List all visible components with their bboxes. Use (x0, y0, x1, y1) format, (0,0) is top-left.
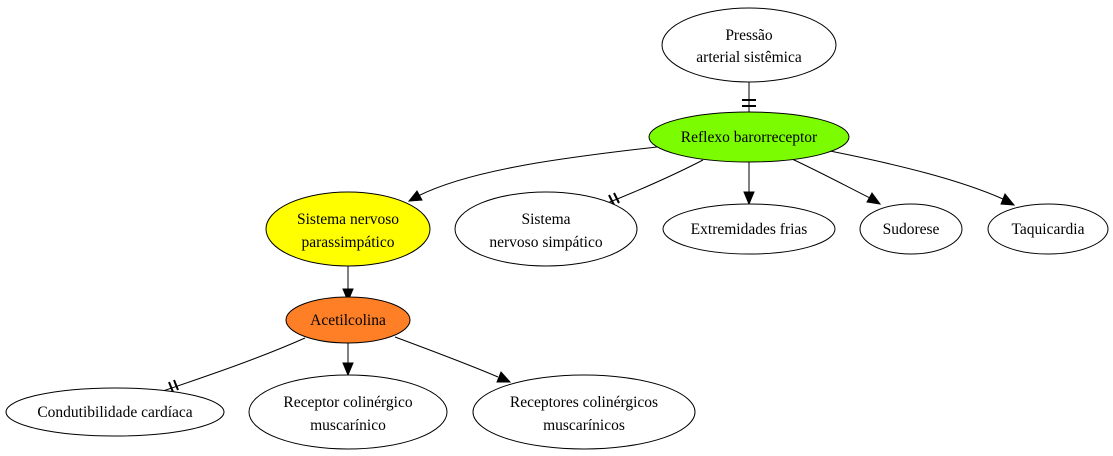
node-taquicardia: Taquicardia (987, 203, 1109, 255)
node-parassimpatico-line-1: Sistema nervoso (297, 211, 399, 228)
node-receptor-shape (248, 374, 448, 450)
edge-reflexo-extremidades (743, 162, 755, 206)
node-reflexo-shape (648, 111, 850, 163)
node-simpatico-line-1: Sistema (521, 211, 570, 228)
edge-pressao-reflexo (742, 82, 756, 112)
node-parassimpatico: Sistema nervoso parassimpático (265, 191, 431, 267)
edge-acetilcolina-receptores (394, 336, 512, 383)
node-receptores-line-2: muscarínicos (543, 417, 625, 434)
edge-acetilcolina-condutibilidade (159, 337, 306, 393)
edges (159, 82, 1016, 393)
node-pressao-shape (661, 7, 837, 83)
node-extremidades-shape (662, 203, 836, 255)
node-condutibilidade: Condutibilidade cardíaca (5, 387, 225, 437)
node-pressao-line-1: Pressão (725, 27, 773, 44)
edge-acetilcolina-receptor (342, 343, 354, 377)
node-receptor: Receptor colinérgico muscarínico (248, 374, 448, 450)
node-receptores-shape (472, 374, 696, 450)
node-sudorese-label: Sudorese (883, 221, 940, 238)
node-sudorese: Sudorese (859, 203, 963, 255)
node-parassimpatico-shape (265, 191, 431, 267)
node-reflexo: Reflexo barorreceptor (648, 111, 850, 163)
node-simpatico: Sistema nervoso simpático (454, 191, 638, 267)
edge-reflexo-taquicardia (829, 150, 1016, 206)
node-condutibilidade-shape (5, 387, 225, 437)
node-pressao-line-2: arterial sistêmica (696, 49, 802, 66)
node-simpatico-line-2: nervoso simpático (489, 234, 602, 251)
node-simpatico-shape (454, 191, 638, 267)
node-taquicardia-shape (987, 203, 1109, 255)
node-reflexo-label: Reflexo barorreceptor (681, 129, 818, 146)
node-receptor-line-1: Receptor colinérgico (283, 394, 413, 411)
node-parassimpatico-line-2: parassimpático (302, 234, 395, 251)
node-extremidades: Extremidades frias (662, 203, 836, 255)
edge-parassimpatico-acetilcolina (342, 266, 354, 303)
node-acetilcolina-shape (285, 296, 411, 344)
node-receptor-line-2: muscarínico (310, 417, 386, 434)
node-pressao: Pressão arterial sistêmica (661, 7, 837, 83)
node-taquicardia-label: Taquicardia (1012, 221, 1085, 238)
edge-reflexo-parassimpatico (407, 146, 658, 202)
node-extremidades-label: Extremidades frias (691, 221, 808, 238)
edge-reflexo-simpatico (604, 159, 704, 206)
node-receptores-line-1: Receptores colinérgicos (510, 394, 658, 411)
node-acetilcolina-label: Acetilcolina (310, 312, 386, 329)
node-condutibilidade-label: Condutibilidade cardíaca (37, 404, 192, 421)
edge-reflexo-sudorese (791, 158, 882, 205)
node-acetilcolina: Acetilcolina (285, 296, 411, 344)
node-receptores: Receptores colinérgicos muscarínicos (472, 374, 696, 450)
node-sudorese-shape (859, 203, 963, 255)
